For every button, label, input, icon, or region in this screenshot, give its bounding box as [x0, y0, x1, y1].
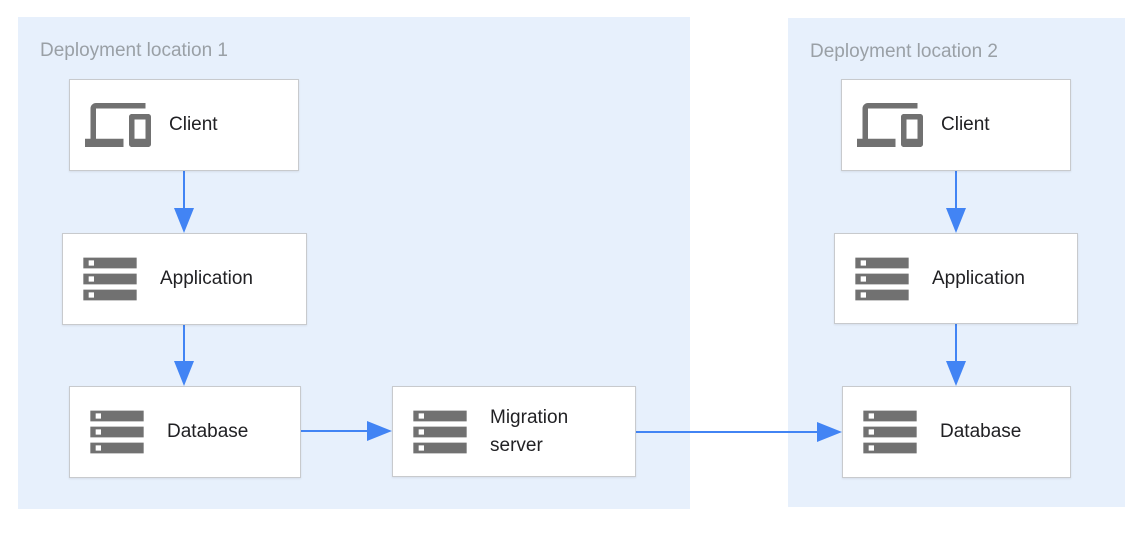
node-label: Client: [941, 114, 990, 135]
edge-db1-to-migration-line: [301, 430, 370, 432]
node-client-2: Client: [841, 79, 1071, 171]
edge-migration-to-db2-arrowhead: [817, 422, 842, 442]
edge-app1-to-db1-arrowhead: [174, 361, 194, 386]
storage-icon: [850, 247, 914, 311]
node-label: Database: [940, 421, 1022, 442]
edge-app2-to-db2-arrowhead: [946, 361, 966, 386]
edge-db1-to-migration-arrowhead: [367, 421, 392, 441]
node-migration-server: Migration server: [392, 386, 636, 477]
node-label: Application: [932, 267, 1025, 289]
storage-icon: [78, 247, 142, 311]
edge-app1-to-db1-line: [183, 325, 185, 363]
node-label: Database: [167, 421, 249, 442]
node-label: Application: [160, 268, 253, 289]
storage-icon: [858, 400, 922, 464]
edge-app2-to-db2-line: [955, 324, 957, 363]
edge-client1-to-app1-arrowhead: [174, 208, 194, 233]
node-database-2: Database: [842, 386, 1071, 478]
node-application-1: Application: [62, 233, 307, 325]
region-1-label: Deployment location 1: [40, 40, 228, 61]
region-2-label: Deployment location 2: [810, 41, 998, 62]
node-client-1: Client: [69, 79, 299, 171]
edge-client2-to-app2-arrowhead: [946, 208, 966, 233]
storage-icon: [85, 400, 149, 464]
edge-client1-to-app1-line: [183, 171, 185, 210]
devices-icon: [857, 92, 923, 158]
edge-client2-to-app2-line: [955, 171, 957, 210]
node-database-1: Database: [69, 386, 301, 478]
node-label: Client: [169, 114, 218, 135]
devices-icon: [85, 92, 151, 158]
node-label: Migration server: [490, 406, 569, 456]
edge-migration-to-db2-line: [636, 431, 819, 433]
node-application-2: Application: [834, 233, 1078, 324]
storage-icon: [408, 400, 472, 464]
